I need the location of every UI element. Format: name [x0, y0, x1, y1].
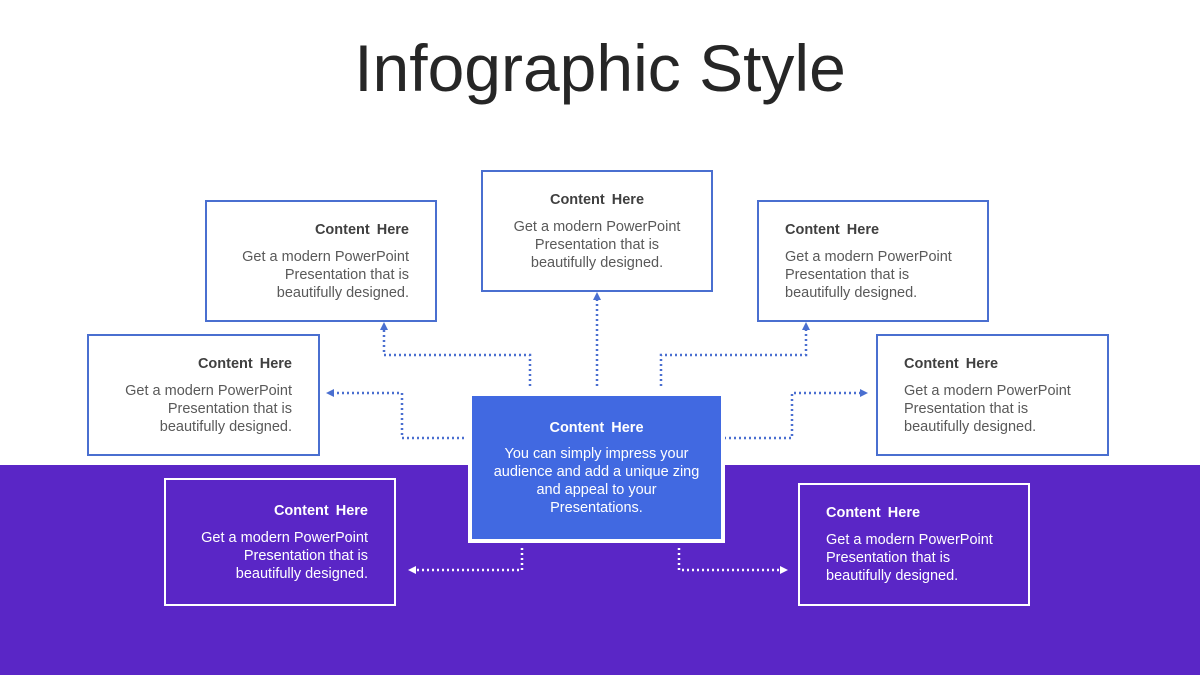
content-box-top-left: Content Here Get a modern PowerPoint Pre…	[205, 200, 437, 322]
content-box-mid-right: Content Here Get a modern PowerPoint Pre…	[876, 334, 1109, 456]
center-body: You can simply impress your audience and…	[493, 446, 700, 516]
content-box-bottom-left: Content Here Get a modern PowerPoint Pre…	[164, 478, 396, 606]
box-body: Get a modern PowerPoint Presentation tha…	[242, 249, 409, 301]
box-body: Get a modern PowerPoint Presentation tha…	[513, 219, 681, 271]
content-box-top-center: Content Here Get a modern PowerPoint Pre…	[481, 170, 713, 292]
box-heading: Content Here	[785, 222, 880, 238]
box-heading: Content Here	[549, 192, 645, 208]
content-box-bottom-right: Content Here Get a modern PowerPoint Pre…	[798, 483, 1030, 606]
page-title: Infographic Style	[354, 31, 846, 105]
box-heading: Content Here	[904, 356, 999, 372]
box-body: Get a modern PowerPoint Presentation tha…	[201, 530, 368, 582]
box-body: Get a modern PowerPoint Presentation tha…	[125, 383, 292, 435]
box-heading: Content Here	[314, 222, 409, 238]
connector-mid-left	[326, 389, 464, 440]
connector-bottom-right	[677, 548, 788, 574]
central-hub-box: Content Here You can simply impress your…	[468, 392, 725, 543]
box-body: Get a modern PowerPoint Presentation tha…	[904, 383, 1071, 435]
content-box-mid-left: Content Here Get a modern PowerPoint Pre…	[87, 334, 320, 456]
content-box-top-right: Content Here Get a modern PowerPoint Pre…	[757, 200, 989, 322]
connector-mid-right	[724, 389, 868, 440]
box-heading: Content Here	[826, 505, 921, 521]
center-heading: Content Here	[549, 420, 644, 436]
box-heading: Content Here	[197, 356, 292, 372]
connector-top-left	[380, 322, 532, 386]
box-body: Get a modern PowerPoint Presentation tha…	[826, 532, 993, 584]
connector-bottom-left	[408, 548, 524, 574]
box-heading: Content Here	[273, 503, 368, 519]
connector-top-right	[659, 322, 810, 386]
box-body: Get a modern PowerPoint Presentation tha…	[785, 249, 952, 301]
